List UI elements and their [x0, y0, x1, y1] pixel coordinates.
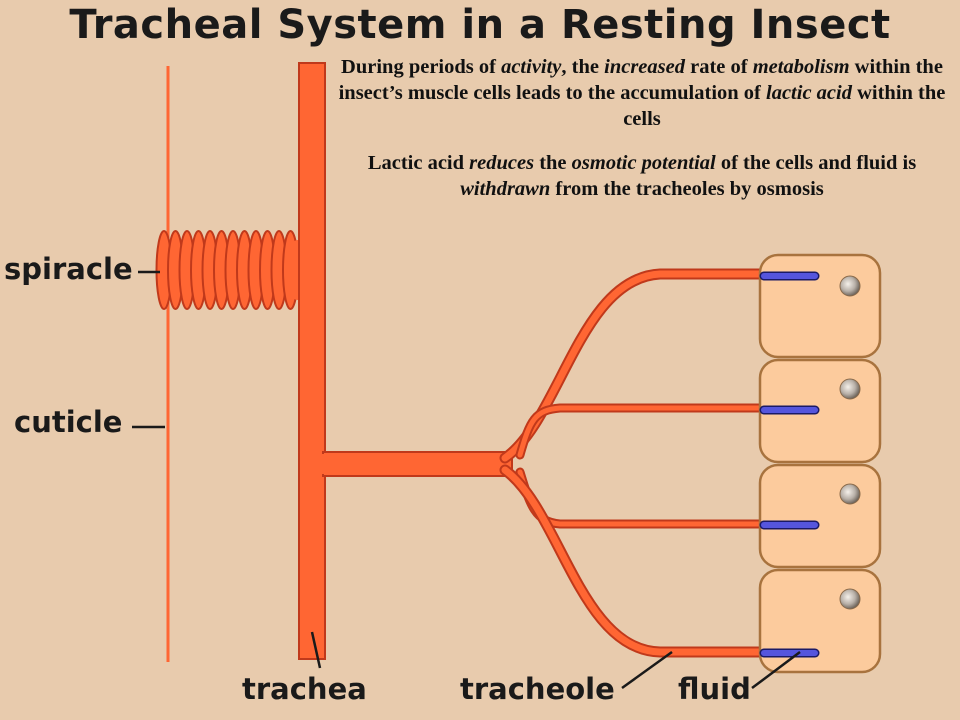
- para1-segment: within the insect’s muscle cells leads t…: [338, 56, 943, 104]
- tracheole-3: [515, 467, 780, 529]
- para1-segment: During periods of: [341, 56, 502, 78]
- activity-explanation-text: During periods of activity, the increase…: [332, 54, 952, 132]
- nucleus-2: [839, 378, 861, 400]
- tracheole-fluid: [759, 271, 820, 658]
- trachea-tube: [298, 62, 326, 660]
- para1-segment: rate of: [684, 56, 753, 78]
- para2-segment: Lactic acid: [367, 152, 470, 174]
- tracheole-1: [499, 268, 781, 464]
- muscle-cell-3: [758, 463, 882, 569]
- tracheole-leader: [621, 650, 673, 690]
- para1-segment: increased: [604, 56, 685, 78]
- diagram-title: Tracheal System in a Resting Insect: [69, 2, 891, 48]
- para2-segment: withdrawn: [460, 178, 551, 200]
- para1-segment: within the cells: [623, 82, 946, 130]
- main-tracheal-branch: [322, 451, 513, 477]
- nucleus-3: [839, 483, 861, 505]
- tracheole-2: [515, 403, 780, 460]
- label-fluid: fluid: [678, 672, 751, 706]
- para1-segment: , the: [561, 56, 605, 78]
- para2-segment: of the cells and fluid is: [715, 152, 917, 174]
- cell-nuclei: [839, 275, 861, 610]
- para2-segment: reduces: [469, 152, 535, 174]
- label-leaders: [132, 270, 801, 690]
- tracheole-4: [499, 464, 781, 658]
- spiracle-coils: [155, 230, 312, 310]
- para2-segment: from the tracheoles by osmosis: [550, 178, 824, 200]
- tracheole-branches: [499, 268, 781, 658]
- para1-segment: activity: [501, 56, 562, 78]
- muscle-cells: [758, 253, 882, 674]
- label-cuticle: cuticle: [14, 405, 123, 439]
- para2-segment: osmotic potential: [571, 152, 716, 174]
- fluid-leader: [751, 651, 801, 689]
- nucleus-1: [839, 275, 861, 297]
- para2-segment: the: [534, 152, 572, 174]
- label-tracheole: tracheole: [460, 672, 615, 706]
- muscle-cell-1: [758, 253, 882, 359]
- label-trachea: trachea: [242, 672, 367, 706]
- trachea-leader: [310, 631, 322, 669]
- osmosis-explanation-text: Lactic acid reduces the osmotic potentia…: [332, 150, 952, 202]
- label-spiracle: spiracle: [4, 252, 133, 286]
- para1-segment: metabolism: [752, 56, 850, 78]
- nucleus-4: [839, 588, 861, 610]
- para1-segment: lactic acid: [766, 82, 852, 104]
